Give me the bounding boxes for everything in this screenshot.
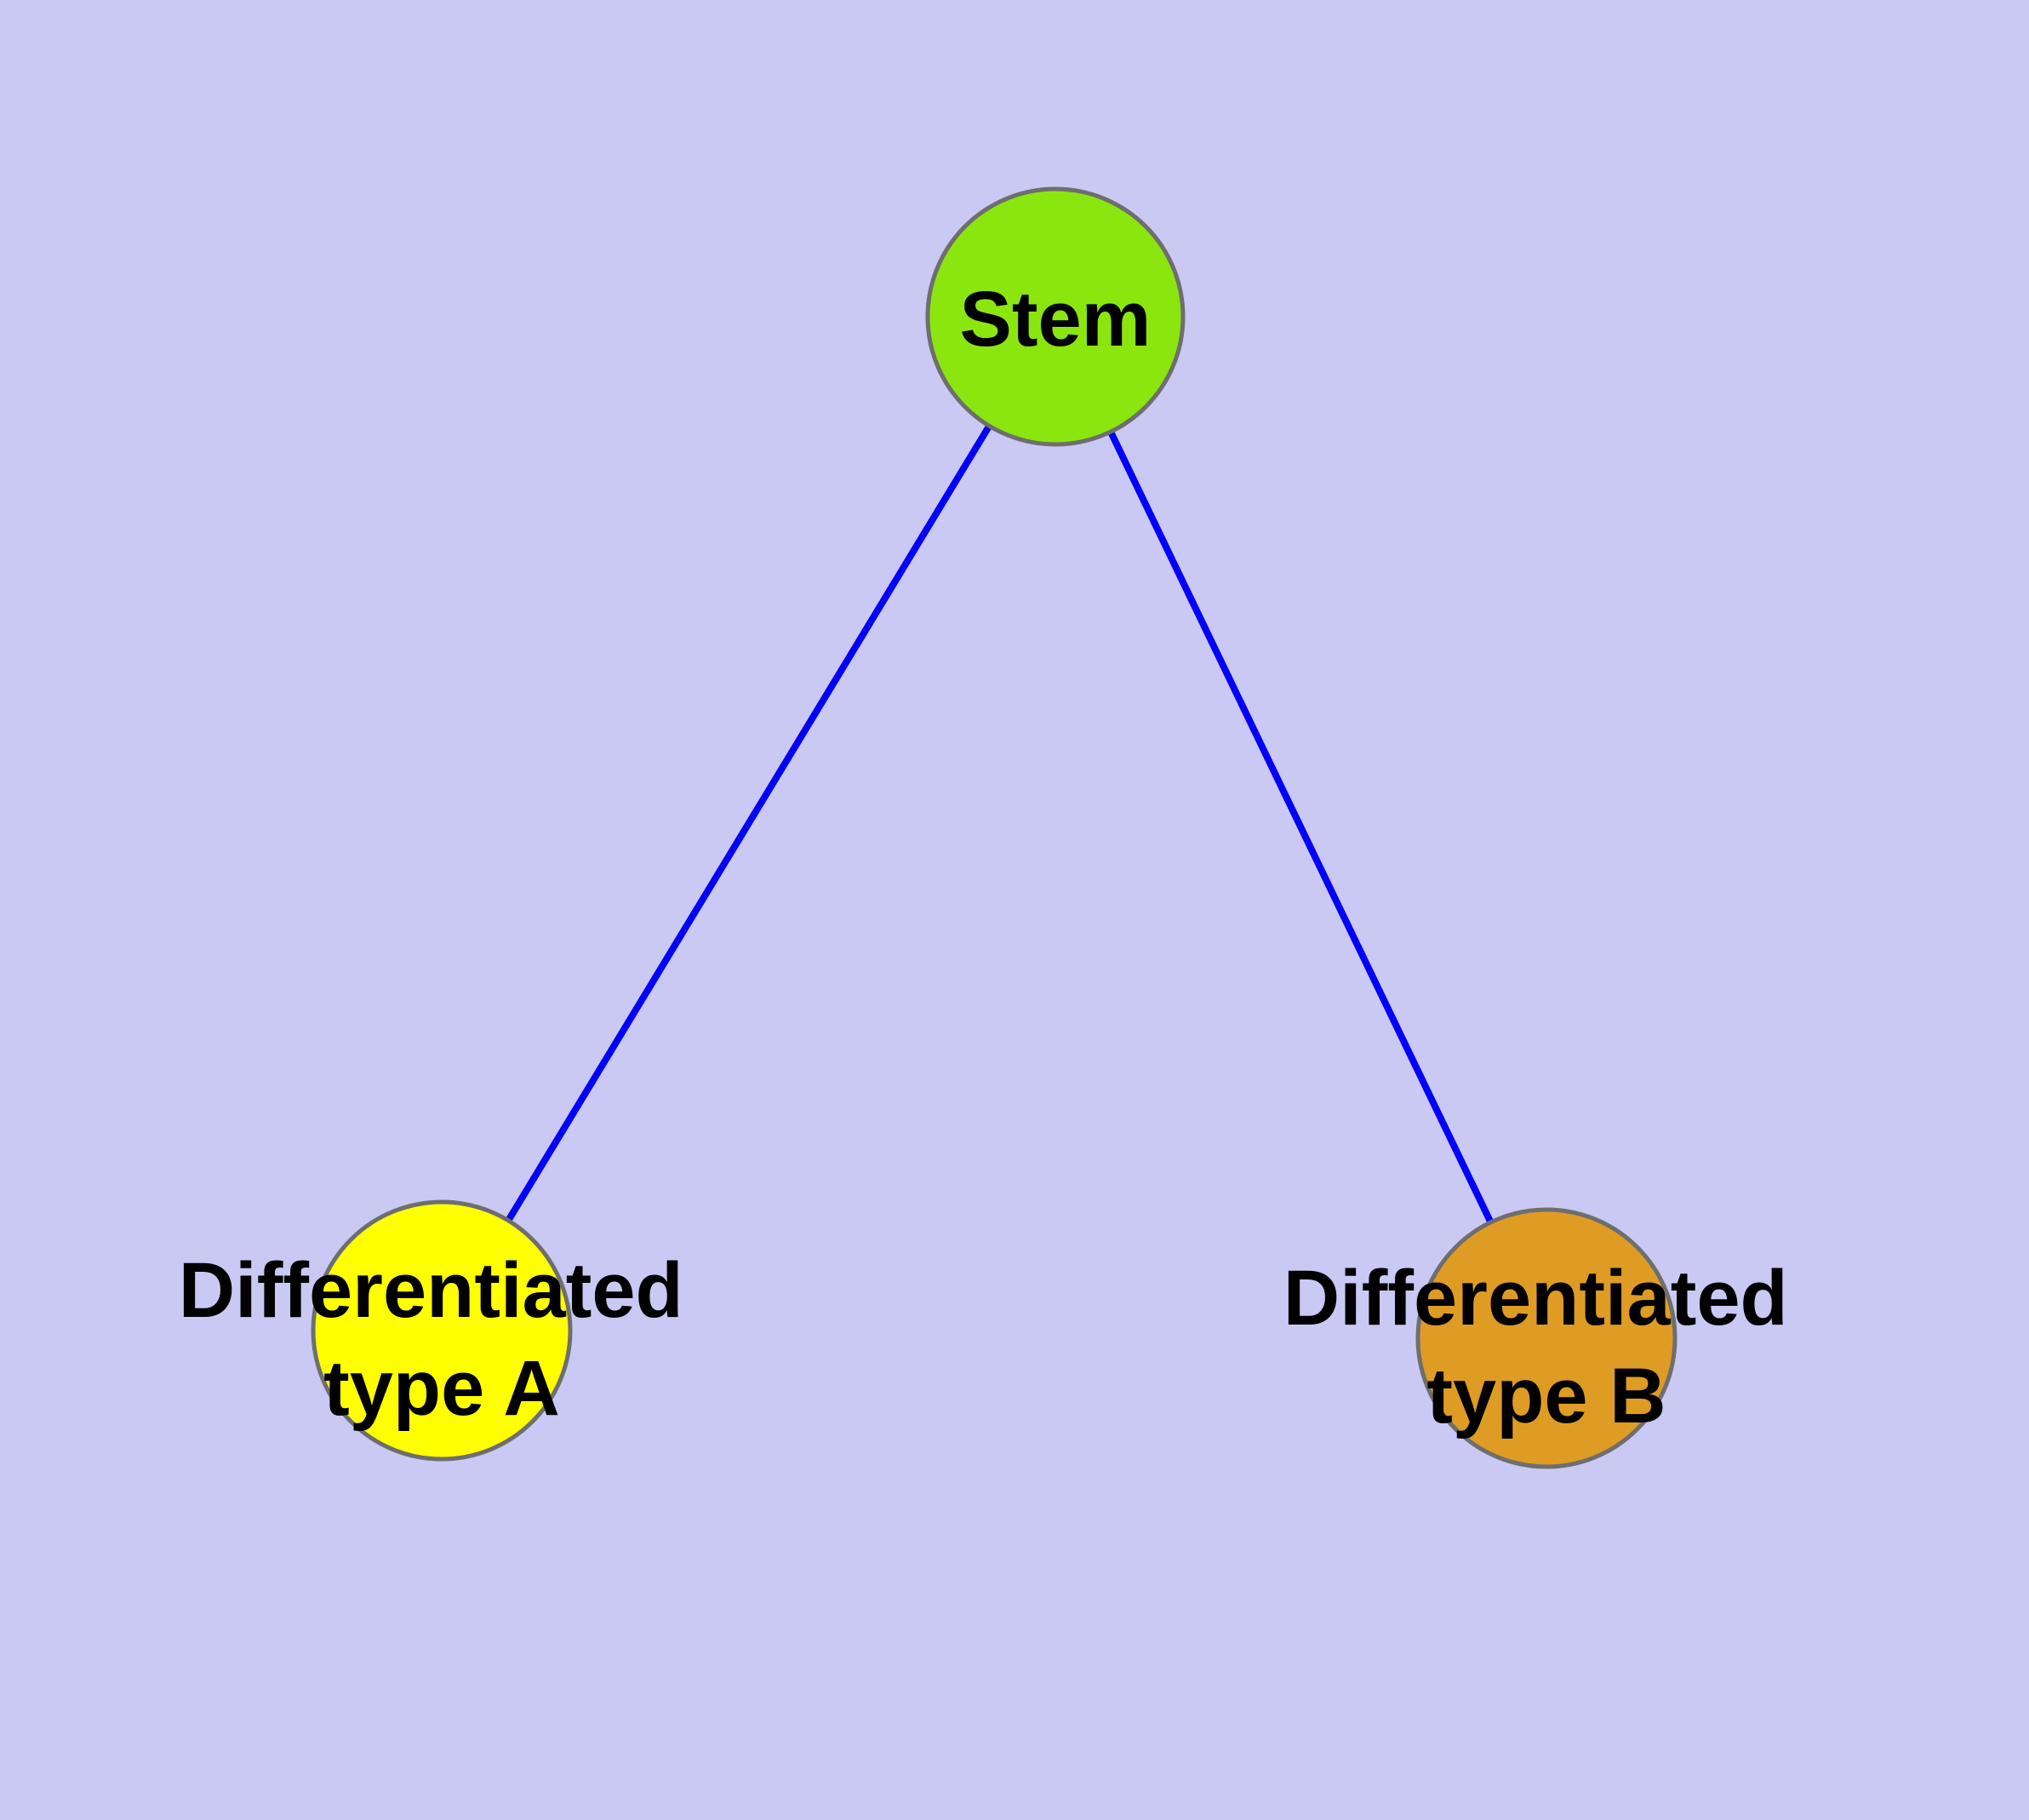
node-label-differentiated-type-b: Differentiated type B [1283, 1255, 1810, 1439]
edge-stem-to-type-a [438, 314, 1059, 1333]
node-differentiated-type-a [311, 1199, 573, 1462]
node-label-differentiated-type-a: Differentiated type A [179, 1247, 706, 1432]
node-label-stem: Stem [960, 276, 1152, 363]
node-differentiated-type-b [1415, 1207, 1677, 1469]
node-stem [925, 186, 1186, 447]
edge-stem-to-type-b [1052, 315, 1550, 1340]
